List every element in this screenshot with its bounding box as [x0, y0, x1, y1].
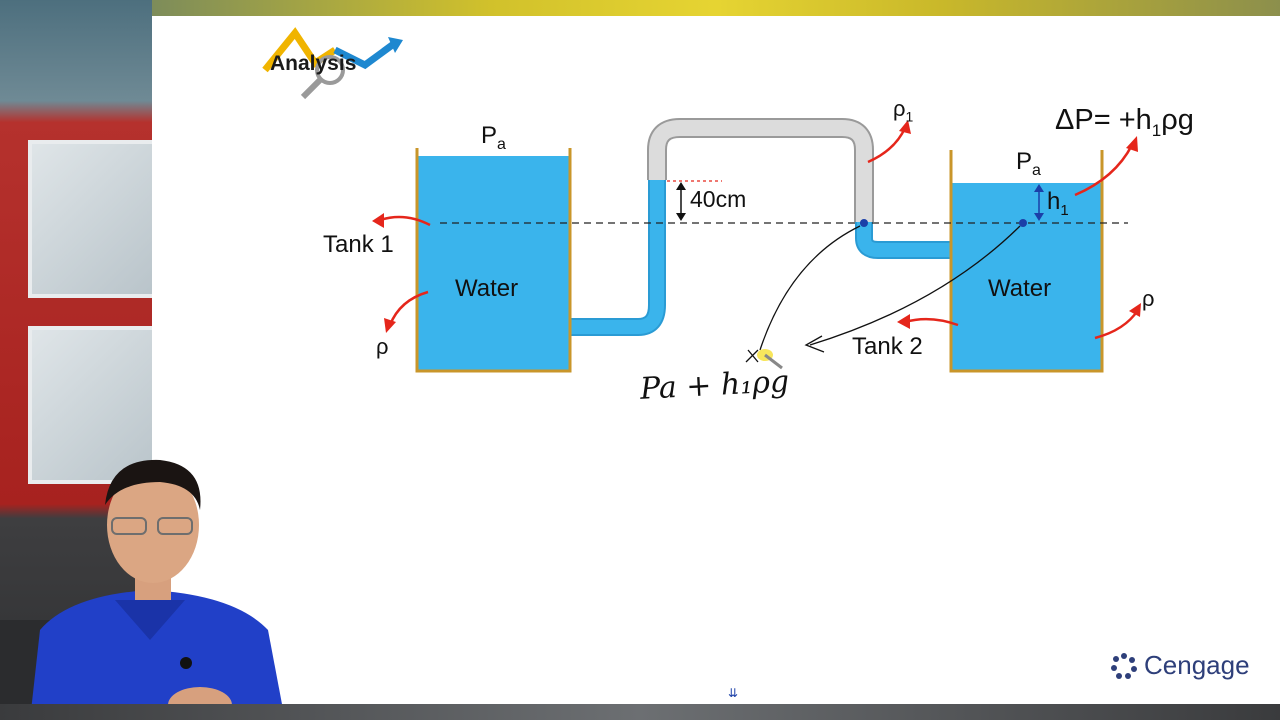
label-pa-tank1: Pa [481, 122, 506, 153]
cengage-brand: Cengage [1110, 650, 1250, 681]
cengage-logo-icon [1111, 652, 1137, 679]
tube-outline [647, 118, 874, 222]
label-rho-left: ρ [376, 334, 389, 359]
label-40cm: 40cm [690, 186, 747, 212]
tank2-water [951, 183, 1101, 371]
label-tank2: Tank 2 [852, 333, 923, 360]
label-rho-right: ρ [1142, 286, 1155, 311]
tank2-walls [949, 150, 1104, 373]
tube-water-left [568, 180, 664, 334]
tube-gas [649, 120, 872, 222]
analysis-logo-text: Analysis [270, 52, 357, 75]
tube-water-right [857, 222, 952, 257]
label-water-tank1: Water [455, 275, 519, 302]
tank1-walls [415, 148, 572, 373]
label-water-tank2: Water [988, 275, 1052, 302]
label-h1: h1 [1047, 188, 1069, 219]
top-banner [152, 0, 1280, 18]
bottom-strip [0, 704, 1280, 720]
background-panel-bottom [28, 326, 158, 484]
cengage-text: Cengage [1144, 650, 1250, 680]
point-a [860, 219, 868, 227]
tank1-water [417, 156, 569, 370]
point-b [1019, 219, 1027, 227]
tube-water-left-outline [568, 180, 666, 336]
label-tank1: Tank 1 [323, 231, 394, 258]
presenter-figure [0, 459, 285, 720]
background-panel-top [28, 140, 158, 298]
scroll-indicator-icon: ⇊ [728, 686, 738, 700]
label-pa-tank2: Pa [1016, 148, 1041, 179]
label-rho1: ρ1 [893, 96, 914, 125]
analysis-logo-icon [262, 27, 403, 100]
annotation-strokes [745, 225, 1021, 363]
label-delta-p: ΔP= +h1ρg [1055, 104, 1194, 140]
